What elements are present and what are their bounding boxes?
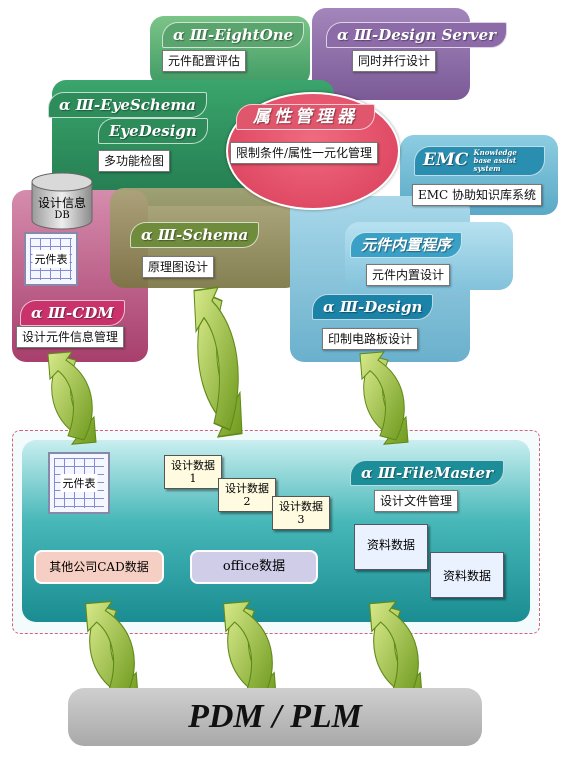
tag-design-server: α Ⅲ-Design Server	[326, 22, 508, 48]
tag-eightone: α Ⅲ-EightOne	[162, 22, 305, 48]
emc-subtitle: Knowledge base assist system	[473, 148, 517, 173]
parts-table-label: 元件表	[32, 250, 70, 268]
tag-eyeschema-line2: EyeDesign	[98, 118, 208, 144]
tag-cdm: α Ⅲ-CDM	[20, 300, 125, 326]
emc-title: EMC	[423, 150, 469, 170]
tag-schema: α Ⅲ-Schema	[130, 222, 260, 248]
db-label-line2: DB	[54, 210, 70, 221]
curved-double-arrow-icon	[359, 351, 409, 445]
label-attr-manager: 限制条件/属性一元化管理	[230, 142, 379, 164]
grid-table-icon: 元件表	[24, 232, 78, 286]
db-label-line1: 设计信息	[37, 196, 86, 210]
label-eightone: 元件配置评估	[162, 50, 247, 72]
document-icon: 资料数据	[354, 524, 428, 570]
office-data: office数据	[190, 550, 318, 584]
curved-double-arrow-icon	[193, 286, 243, 438]
document-icon-2: 资料数据	[430, 552, 504, 598]
label-filemaster: 设计文件管理	[374, 490, 459, 512]
design-data-1-line1: 设计数据	[171, 459, 215, 472]
tag-builtin: 元件内置程序	[350, 232, 463, 258]
data-grid-table-icon: 元件表	[48, 452, 110, 514]
design-data-2-line1: 设计数据	[225, 482, 269, 495]
label-design-server: 同时并行设计	[352, 50, 437, 72]
tag-design: α Ⅲ-Design	[312, 294, 434, 320]
label-eyeschema: 多功能检图	[98, 150, 171, 172]
design-data-1-line2: 1	[189, 472, 197, 485]
label-design: 印制电路板设计	[322, 328, 419, 350]
design-data-3-line1: 设计数据	[279, 500, 323, 513]
other-cad-data: 其他公司CAD数据	[34, 550, 164, 584]
design-data-3-line2: 3	[297, 513, 305, 526]
tag-emc: EMC Knowledge base assist system	[414, 146, 545, 176]
design-data-2: 设计数据 2	[218, 478, 276, 512]
curved-double-arrow-icon	[47, 351, 97, 445]
pdm-plm-bar: PDM / PLM	[68, 688, 482, 746]
label-schema: 原理图设计	[142, 256, 215, 278]
design-data-3: 设计数据 3	[272, 496, 330, 530]
tag-attr-manager: 属性管理器	[236, 104, 375, 130]
data-parts-table-label: 元件表	[60, 474, 98, 492]
database-icon	[31, 172, 93, 230]
material-data-2: 资料数据	[442, 569, 491, 583]
label-builtin: 元件内置设计	[366, 264, 451, 286]
material-data-1: 资料数据	[366, 538, 415, 552]
design-data-1: 设计数据 1	[164, 455, 222, 489]
pdm-plm-label: PDM / PLM	[188, 698, 362, 735]
label-cdm: 设计元件信息管理	[16, 326, 125, 348]
design-data-2-line2: 2	[243, 495, 251, 508]
tag-filemaster: α Ⅲ-FileMaster	[350, 460, 504, 486]
tag-eyeschema-line1: α Ⅲ-EyeSchema	[48, 92, 207, 118]
label-emc: EMC 协助知识库系统	[412, 184, 543, 206]
